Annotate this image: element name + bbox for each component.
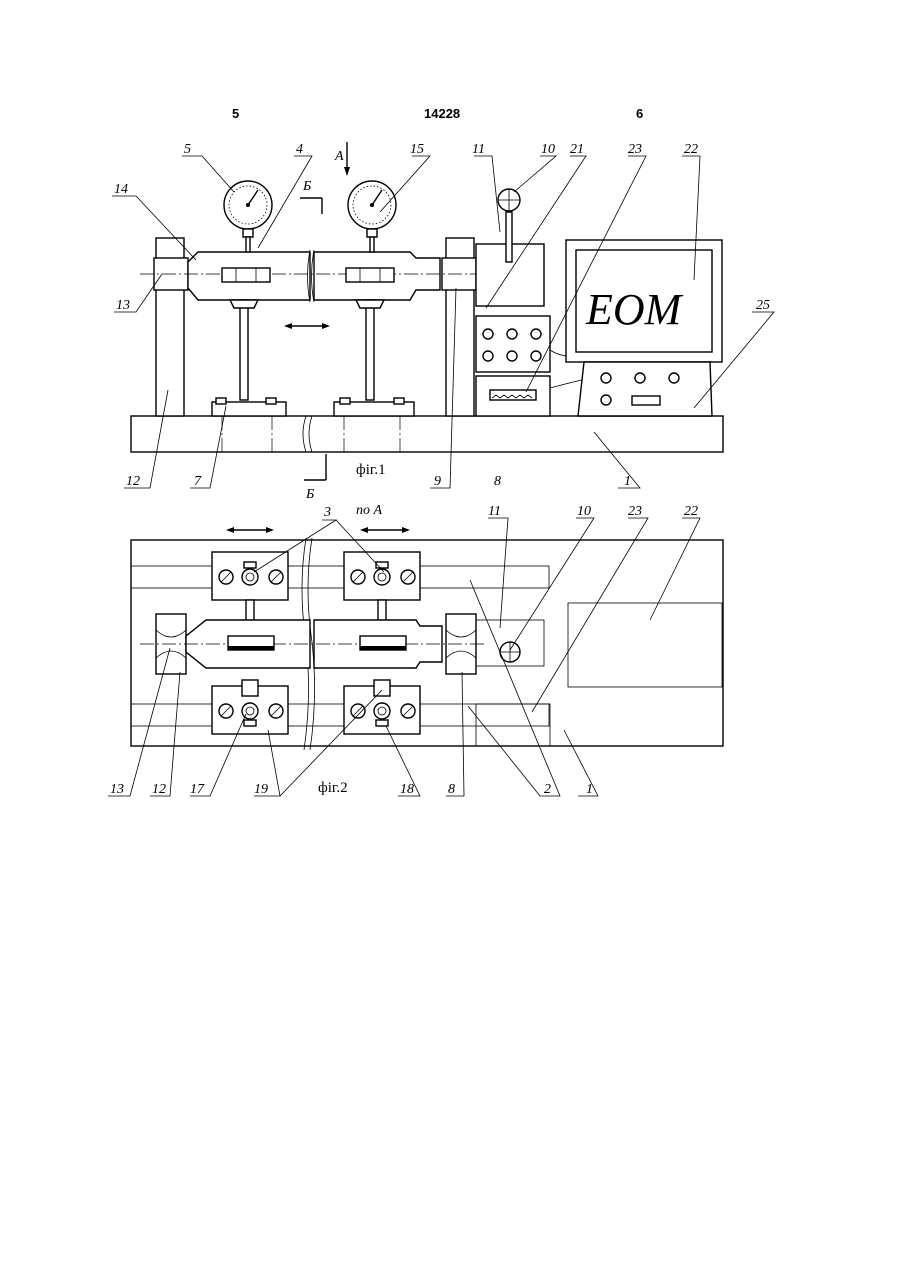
- fig1-caption: фіг.1: [356, 462, 386, 478]
- callout-fig2-labels-n23: 23: [628, 504, 642, 519]
- callout-fig1-labels-n5: 5: [184, 142, 191, 157]
- carriage-bottom-right: [344, 680, 420, 734]
- callout-fig2-labels-n8: 8: [448, 782, 455, 797]
- section-mark-top: Б: [302, 179, 311, 194]
- callout-fig1-labels-n25: 25: [756, 298, 770, 313]
- dial-gauge-5: [224, 181, 272, 252]
- post-left: [240, 300, 248, 400]
- callout-fig1-labels-n22: 22: [684, 142, 698, 157]
- callout-fig2-labels-n3: 3: [323, 505, 331, 520]
- callout-fig2-labels-n13: 13: [110, 782, 124, 797]
- section-mark-bottom: Б: [305, 487, 314, 502]
- callout-fig1-labels-n23: 23: [628, 142, 642, 157]
- movement-arrow: [284, 323, 330, 329]
- computer-eom: ЕОМ: [566, 240, 722, 416]
- carriage-top-left: [212, 552, 288, 600]
- control-block-21: [476, 316, 550, 372]
- carriage-bottom-left: [212, 680, 288, 734]
- callout-fig2-labels-n1: 1: [586, 782, 593, 797]
- callout-fig2-labels-n2: 2: [544, 782, 551, 797]
- callout-fig1-labels-n21: 21: [570, 142, 584, 157]
- figure-2: по А 3 11 10 23 22 13 12: [108, 503, 723, 797]
- post-right: [366, 300, 374, 400]
- callout-fig2-labels-n17: 17: [190, 782, 205, 797]
- callout-fig2-labels-n22: 22: [684, 504, 698, 519]
- callout-fig1-labels-n8: 8: [494, 474, 501, 489]
- base-plate: [131, 416, 723, 452]
- callout-fig1-labels-n14: 14: [114, 182, 128, 197]
- dial-gauge-15: [348, 181, 396, 252]
- callout-fig1-labels-n13: 13: [116, 298, 130, 313]
- callout-fig1-labels-n12: 12: [126, 474, 140, 489]
- callout-fig2-labels-n10: 10: [577, 504, 591, 519]
- callout-fig2-labels-n11: 11: [488, 504, 501, 519]
- callout-fig2-labels-n19: 19: [254, 782, 268, 797]
- callout-fig1-labels-n15: 15: [410, 142, 424, 157]
- callout-fig1-labels-n1: 1: [624, 474, 631, 489]
- carriage-top-right: [344, 552, 420, 600]
- figure-1: А Б Б ЕОМ: [112, 142, 774, 502]
- callout-fig1-labels-n11: 11: [472, 142, 485, 157]
- computer-label: ЕОМ: [585, 285, 684, 334]
- callout-fig1-labels-n10: 10: [541, 142, 555, 157]
- fig2-caption: фіг.2: [318, 780, 348, 796]
- callout-fig2-labels-n18: 18: [400, 782, 414, 797]
- callout-fig2-labels-n12: 12: [152, 782, 166, 797]
- callout-fig1-labels-n7: 7: [194, 474, 202, 489]
- view-mark-a: А: [334, 149, 344, 164]
- callout-fig1-labels-n4: 4: [296, 142, 303, 157]
- view-label: по А: [356, 503, 383, 518]
- callout-fig1-labels-n9: 9: [434, 474, 441, 489]
